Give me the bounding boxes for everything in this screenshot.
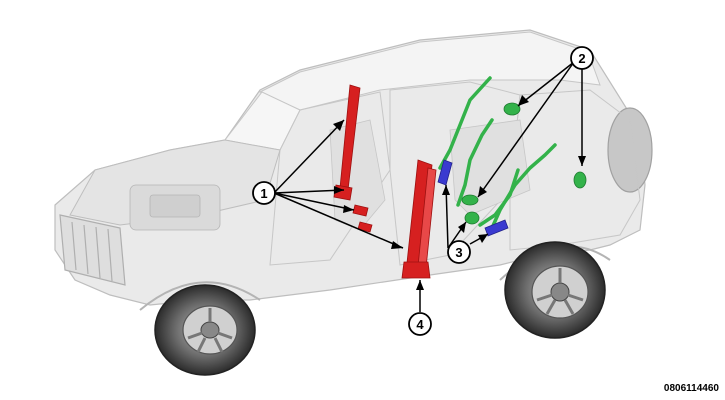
callout-2-label: 2 — [578, 51, 585, 66]
green-harness-mid — [456, 118, 494, 207]
spare-tire — [607, 107, 653, 193]
callout-2: 2 — [570, 46, 594, 70]
front-wheel — [154, 284, 256, 376]
door-frame-rear — [389, 81, 521, 266]
leader-arrowheads — [333, 95, 586, 290]
engine-block — [129, 184, 221, 231]
green-module-rear-lower — [573, 171, 587, 189]
green-module-center — [461, 194, 479, 206]
grille — [59, 214, 126, 286]
callout-4: 4 — [408, 312, 432, 336]
callout-4-label: 4 — [416, 317, 424, 332]
green-harness-lower — [478, 168, 520, 227]
callout-1-label: 1 — [260, 186, 267, 201]
blue-components — [437, 159, 509, 237]
blue-sensor-rear — [484, 219, 509, 237]
rear-wheel — [504, 241, 606, 339]
leader-lines — [273, 61, 583, 312]
green-components — [438, 76, 557, 230]
rear-quarter — [509, 89, 641, 251]
callout-3: 3 — [447, 240, 471, 264]
retractor-base — [401, 261, 431, 279]
callout-3-label: 3 — [455, 245, 462, 260]
green-modules — [461, 102, 587, 225]
figure-code: 0806114460 — [663, 383, 719, 394]
red-components — [333, 84, 437, 279]
green-harness-upper — [438, 76, 492, 170]
callout-1: 1 — [252, 181, 276, 205]
front-fender — [139, 281, 261, 311]
green-module-rear-upper — [503, 102, 521, 116]
green-module-floor — [464, 211, 480, 225]
